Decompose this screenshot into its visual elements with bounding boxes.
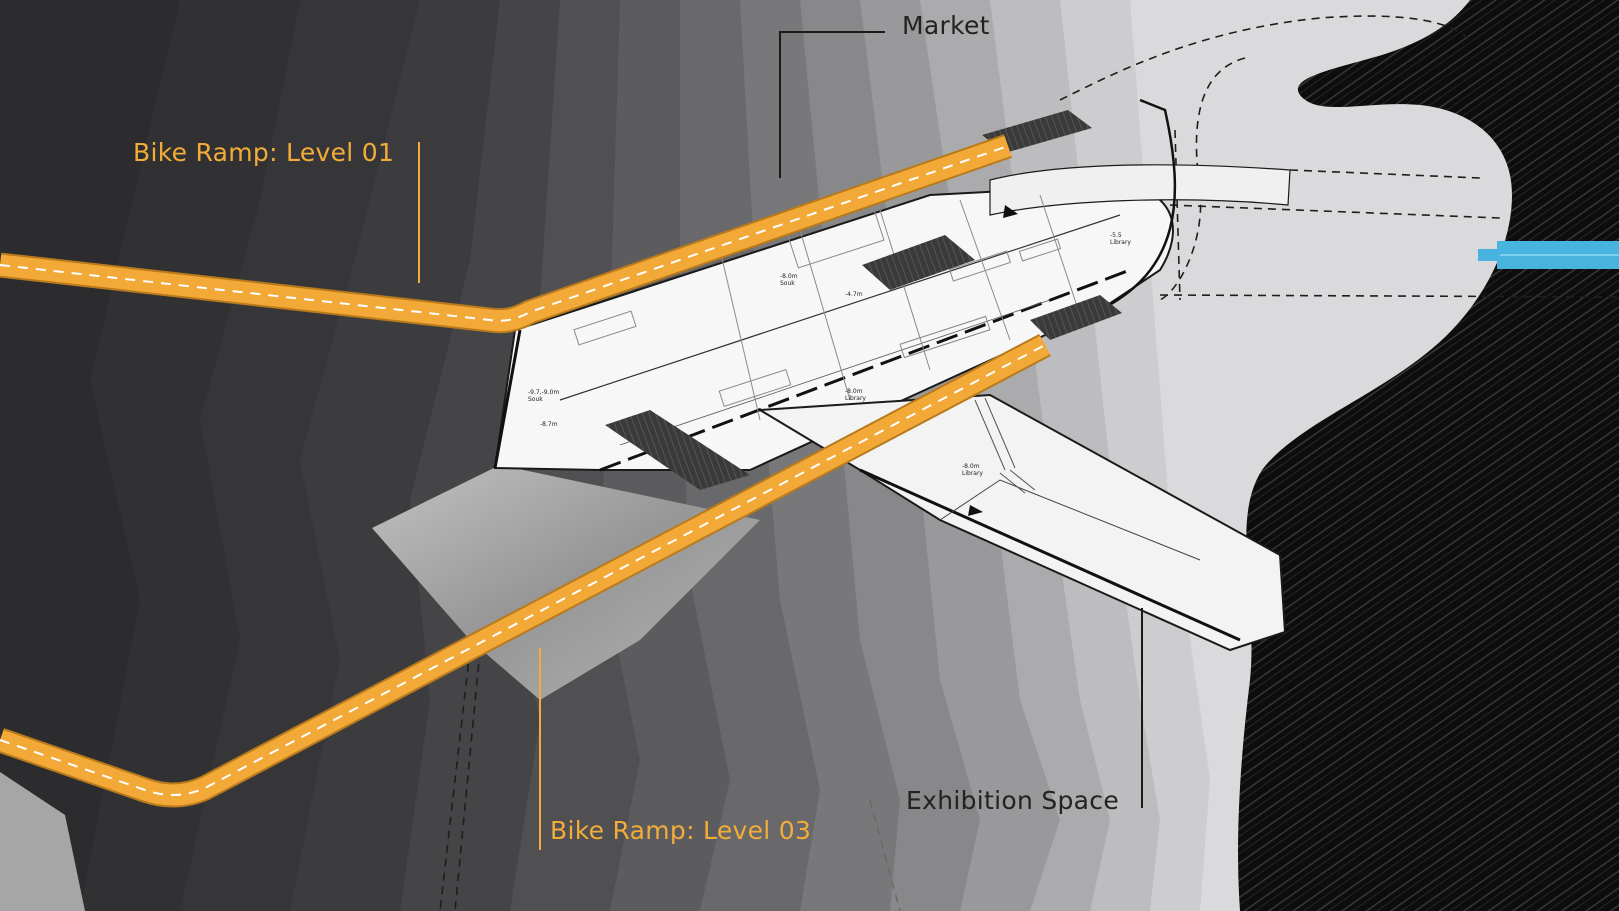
concrete-slab-small — [0, 772, 85, 911]
market-leader-line — [779, 31, 885, 178]
exhibition-space-label: Exhibition Space — [906, 786, 1120, 815]
water-channel — [1478, 241, 1619, 269]
building-plan — [493, 98, 1291, 652]
bike-ramp-level-03-label: Bike Ramp: Level 03 — [550, 816, 812, 845]
building-front-edge — [493, 329, 522, 469]
concrete-slab — [372, 465, 760, 700]
ramp-bridge-pads — [605, 110, 1122, 490]
market-label: Market — [902, 11, 990, 40]
plan-annotation: -4.7m — [845, 291, 863, 298]
bike-ramp-level-03 — [0, 333, 1051, 808]
hatched-dark-area — [1238, 0, 1619, 911]
callout-leader-lines — [418, 31, 1143, 850]
dashed-paths — [439, 15, 1619, 911]
bike-ramp-level-01 — [0, 134, 1013, 334]
building-lower-wing — [756, 393, 1287, 652]
bike-ramp-level-01-label: Bike Ramp: Level 01 — [133, 138, 395, 167]
building-curved-arm — [989, 164, 1291, 216]
staircase — [974, 397, 1036, 494]
plan-annotation: -8.7m — [540, 421, 558, 428]
